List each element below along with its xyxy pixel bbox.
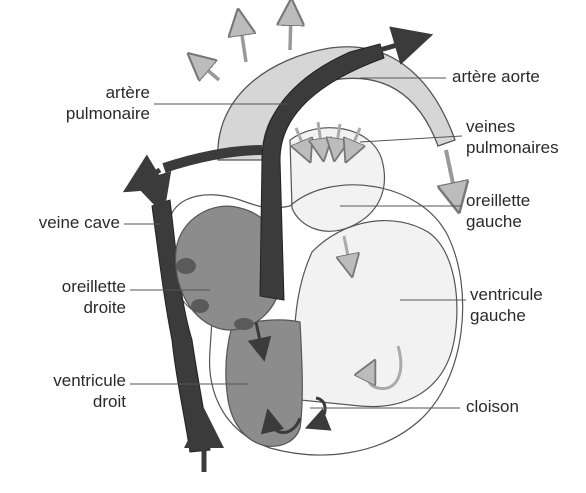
label-ventricule-gauche: ventricule gauche [470, 284, 543, 326]
left-ventricle [294, 221, 456, 407]
right-atrium-opening-2 [191, 299, 209, 313]
right-atrium-opening-3 [234, 318, 254, 330]
label-veines-pulmonaires: veines pulmonaires [466, 116, 559, 158]
label-cloison: cloison [466, 396, 519, 417]
label-artere-aorte: artère aorte [452, 66, 540, 87]
aorta-descending-arrow [446, 150, 456, 198]
label-artere-pulmonaire: artère pulmonaire [26, 82, 150, 124]
label-oreillette-gauche: oreillette gauche [466, 190, 530, 232]
right-ventricle [226, 320, 302, 446]
right-atrium-opening-1 [176, 258, 196, 274]
label-veine-cave: veine cave [8, 212, 120, 233]
label-oreillette-droite: oreillette droite [8, 276, 126, 318]
pulmonary-artery-right-outflow-arrow [380, 40, 414, 50]
label-ventricule-droit: ventricule droit [8, 370, 126, 412]
